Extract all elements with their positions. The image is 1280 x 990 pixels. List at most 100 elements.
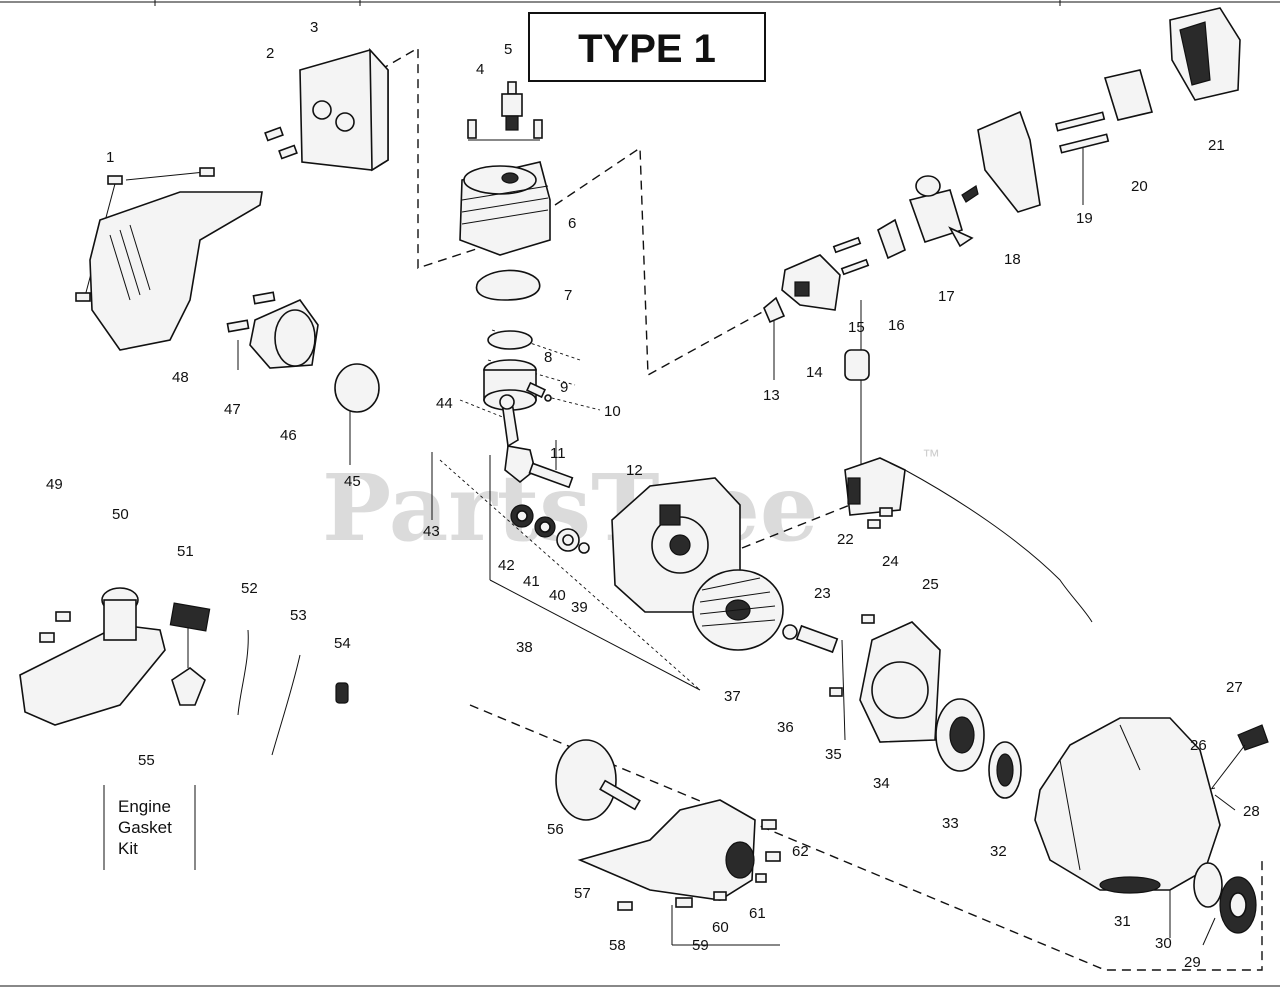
kit-number: 55 (138, 752, 155, 769)
callout-29: 29 (1184, 954, 1201, 971)
part-crankcase (611, 477, 741, 613)
part-flywheel-nut (782, 624, 839, 654)
callout-59: 59 (692, 937, 709, 954)
callout-60: 60 (712, 919, 729, 936)
callout-16: 16 (888, 317, 905, 334)
callout-26: 26 (1190, 737, 1207, 754)
callout-30: 30 (1155, 935, 1172, 952)
engine-gasket-kit-label: 55 Engine Gasket Kit (118, 752, 172, 858)
part-muffler (226, 291, 319, 369)
part-air-filter-base (977, 110, 1041, 213)
callout-34: 34 (873, 775, 890, 792)
callout-22: 22 (837, 531, 854, 548)
type-header: TYPE 1 (528, 12, 766, 82)
callout-53: 53 (290, 607, 307, 624)
callout-23: 23 (814, 585, 831, 602)
type-label: TYPE 1 (578, 27, 716, 71)
callout-8: 8 (544, 349, 552, 366)
callout-9: 9 (560, 379, 568, 396)
callout-5: 5 (504, 41, 512, 58)
callout-31: 31 (1114, 913, 1131, 930)
part-starter-spring (988, 741, 1022, 799)
part-clutch-drum (555, 739, 641, 821)
part-engine-housing (75, 167, 263, 351)
callout-47: 47 (224, 401, 241, 418)
part-carburetor (877, 175, 979, 260)
callout-32: 32 (990, 843, 1007, 860)
kit-line-1: Engine (118, 797, 171, 816)
part-crankshaft (499, 394, 574, 489)
callout-12: 12 (626, 462, 643, 479)
callout-39: 39 (571, 599, 588, 616)
callout-13: 13 (763, 387, 780, 404)
callout-45: 45 (344, 473, 361, 490)
callout-57: 57 (574, 885, 591, 902)
callout-6: 6 (568, 215, 576, 232)
callout-21: 21 (1208, 137, 1225, 154)
callout-51: 51 (177, 543, 194, 560)
callout-14: 14 (806, 364, 823, 381)
part-cylinder (459, 161, 551, 256)
part-ignition-coil (844, 349, 906, 529)
callout-25: 25 (922, 576, 939, 593)
watermark-trademark: ™ (922, 446, 940, 466)
callout-41: 41 (523, 573, 540, 590)
callout-35: 35 (825, 746, 842, 763)
part-air-filter (1103, 69, 1153, 121)
part-tank-vent (335, 682, 349, 704)
callout-20: 20 (1131, 178, 1148, 195)
callout-58: 58 (609, 937, 626, 954)
part-cylinder-gasket (475, 269, 541, 301)
part-intake-manifold (763, 236, 870, 324)
part-starter-handle (1211, 724, 1269, 789)
callout-42: 42 (498, 557, 515, 574)
callout-3: 3 (310, 19, 318, 36)
callout-7: 7 (564, 287, 572, 304)
part-bearings-seals (510, 504, 590, 554)
part-piston-assembly (483, 330, 552, 411)
callout-62: 62 (792, 843, 809, 860)
callout-38: 38 (516, 639, 533, 656)
callout-43: 43 (423, 523, 440, 540)
part-fuel-line-short (237, 629, 249, 716)
callout-44: 44 (436, 395, 453, 412)
callout-28: 28 (1243, 803, 1260, 820)
callout-56: 56 (547, 821, 564, 838)
callout-48: 48 (172, 369, 189, 386)
callout-15: 15 (848, 319, 865, 336)
part-fuel-line-long (271, 654, 301, 756)
callout-61: 61 (749, 905, 766, 922)
kit-line-2: Gasket (118, 818, 172, 837)
part-muffler-cover (299, 47, 389, 172)
part-starter-pawl (1193, 862, 1257, 934)
part-air-filter-cover (1169, 7, 1241, 101)
callout-24: 24 (882, 553, 899, 570)
part-fuel-filter (169, 602, 211, 706)
callout-46: 46 (280, 427, 297, 444)
callout-11: 11 (550, 445, 566, 462)
callout-1: 1 (106, 149, 114, 166)
part-fan-housing (829, 614, 941, 743)
callout-40: 40 (549, 587, 566, 604)
callout-2: 2 (266, 45, 274, 62)
part-ignition-wire (904, 469, 1093, 623)
callout-54: 54 (334, 635, 351, 652)
callout-4: 4 (476, 61, 484, 78)
callout-33: 33 (942, 815, 959, 832)
callout-10: 10 (604, 403, 621, 420)
callout-17: 17 (938, 288, 955, 305)
part-flywheel (692, 569, 784, 651)
part-o-ring (334, 363, 380, 413)
part-spark-plug (467, 81, 543, 139)
part-filter-screws (1055, 111, 1110, 154)
callout-18: 18 (1004, 251, 1021, 268)
callout-labels: 1 2 3 4 5 6 7 8 9 10 11 12 13 14 15 16 1… (46, 19, 1260, 971)
callout-52: 52 (241, 580, 258, 597)
callout-36: 36 (777, 719, 794, 736)
callout-19: 19 (1076, 210, 1093, 227)
part-fuel-tank (19, 587, 166, 726)
kit-line-3: Kit (118, 839, 138, 858)
part-starter-housing (1034, 717, 1221, 894)
